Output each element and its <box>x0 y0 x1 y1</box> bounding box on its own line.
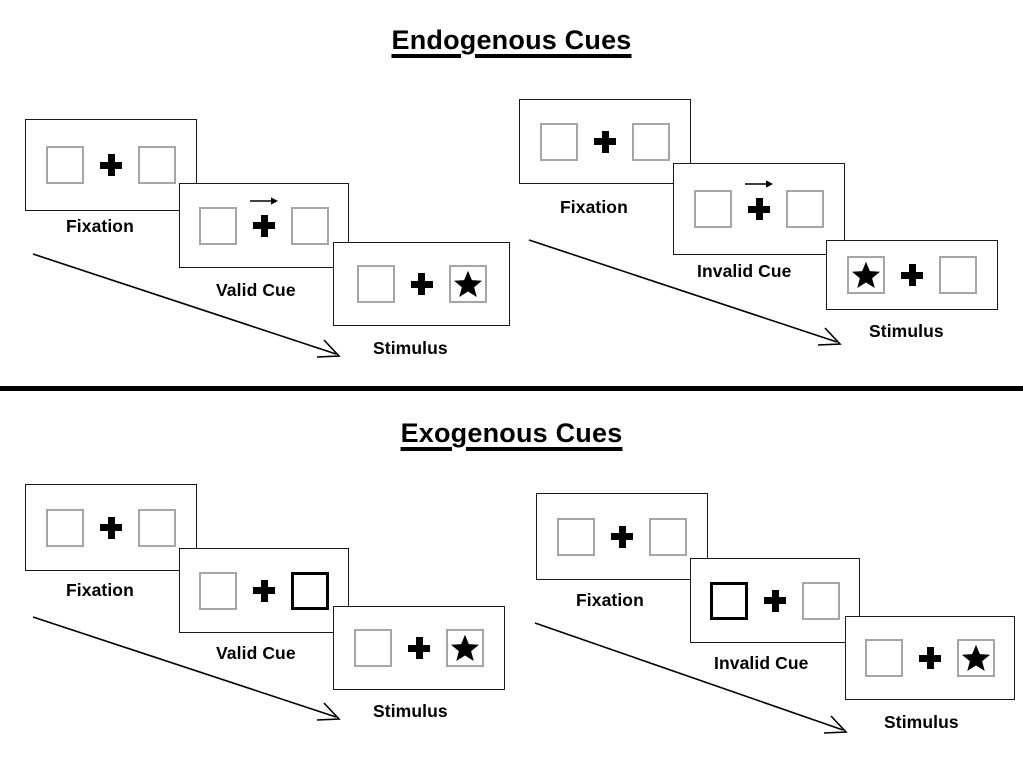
panel-content <box>356 265 487 303</box>
left-box <box>46 146 84 184</box>
plus-icon <box>594 130 616 153</box>
panel-endogenous-valid-stimulus <box>333 242 510 326</box>
panel-content <box>354 629 484 667</box>
caption-endogenous-invalid-fixation: Fixation <box>560 197 628 217</box>
section-divider <box>0 386 1023 391</box>
left-box <box>356 265 395 303</box>
plus-icon <box>100 516 122 539</box>
plus-icon <box>253 579 275 602</box>
left-box <box>865 639 903 677</box>
section-title-exogenous: Exogenous Cues <box>400 418 623 448</box>
caption-exogenous-invalid-stimulus: Stimulus <box>884 712 959 732</box>
panel-content <box>46 508 176 547</box>
right-box <box>649 517 687 556</box>
star-icon <box>451 634 479 661</box>
panel-exogenous-invalid-stimulus <box>845 616 1015 700</box>
arrow-right-icon <box>745 180 773 188</box>
star-icon <box>962 644 990 671</box>
left-box-cued <box>710 581 748 620</box>
right-box <box>939 256 977 294</box>
caption-exogenous-valid-fixation: Fixation <box>66 580 134 600</box>
caption-exogenous-invalid-fixation: Fixation <box>576 590 644 610</box>
panel-content <box>540 122 670 161</box>
plus-icon <box>919 647 941 669</box>
right-box <box>138 146 176 184</box>
panel-exogenous-invalid-cue <box>690 558 860 643</box>
caption-endogenous-valid-cue: Valid Cue <box>216 280 296 300</box>
plus-icon <box>410 273 433 295</box>
plus-icon <box>745 180 773 220</box>
left-box <box>199 571 237 610</box>
panel-content <box>199 571 329 610</box>
caption-exogenous-invalid-cue: Invalid Cue <box>714 653 809 673</box>
right-box <box>632 122 670 161</box>
right-box <box>446 629 484 667</box>
plus-icon <box>901 264 923 286</box>
plus-icon <box>611 525 633 548</box>
caption-endogenous-invalid-cue: Invalid Cue <box>697 261 792 281</box>
panel-content <box>46 146 176 184</box>
left-box <box>46 508 84 547</box>
panel-exogenous-valid-stimulus <box>333 606 505 690</box>
plus-icon <box>764 589 786 612</box>
caption-endogenous-valid-fixation: Fixation <box>66 216 134 236</box>
left-box <box>694 190 732 228</box>
plus-icon <box>250 196 278 237</box>
panel-content <box>199 196 329 245</box>
right-box <box>802 581 840 620</box>
left-box <box>199 206 237 245</box>
panel-endogenous-valid-cue <box>179 183 349 268</box>
caption-exogenous-valid-cue: Valid Cue <box>216 643 296 663</box>
right-box <box>448 265 487 303</box>
left-box <box>354 629 392 667</box>
plus-icon <box>408 637 430 659</box>
caption-endogenous-valid-stimulus: Stimulus <box>373 338 448 358</box>
right-box-cued <box>291 571 329 610</box>
panel-content <box>865 639 995 677</box>
star-icon <box>852 261 880 288</box>
panel-endogenous-valid-fixation <box>25 119 197 211</box>
arrow-right-icon <box>250 196 278 205</box>
caption-exogenous-valid-stimulus: Stimulus <box>373 701 448 721</box>
plus-icon <box>100 154 122 176</box>
section-title-endogenous: Endogenous Cues <box>391 25 632 55</box>
right-box <box>786 190 824 228</box>
panel-endogenous-invalid-cue <box>673 163 845 255</box>
panel-content <box>557 517 687 556</box>
star-icon <box>453 270 482 297</box>
panel-content <box>847 256 977 294</box>
left-box <box>557 517 595 556</box>
right-box <box>957 639 995 677</box>
panel-exogenous-valid-fixation <box>25 484 197 571</box>
right-box <box>291 206 329 245</box>
left-box <box>847 256 885 294</box>
caption-endogenous-invalid-stimulus: Stimulus <box>869 321 944 341</box>
left-box <box>540 122 578 161</box>
right-box <box>138 508 176 547</box>
panel-endogenous-invalid-stimulus <box>826 240 998 310</box>
panel-exogenous-valid-cue <box>179 548 349 633</box>
panel-exogenous-invalid-fixation <box>536 493 708 580</box>
panel-content <box>710 581 840 620</box>
panel-endogenous-invalid-fixation <box>519 99 691 184</box>
panel-content <box>694 180 824 228</box>
